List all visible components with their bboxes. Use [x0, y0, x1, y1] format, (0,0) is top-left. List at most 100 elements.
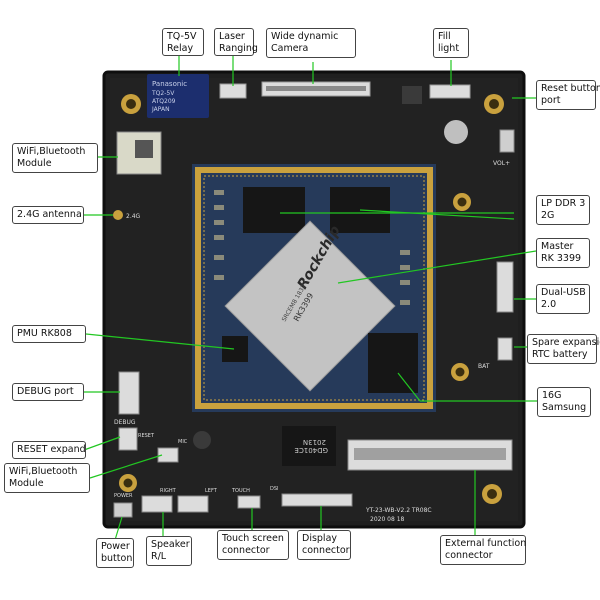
label-spare-rtc: Spare expansion RTC battery [527, 334, 600, 364]
speaker-right-connector [141, 495, 173, 513]
label-samsung-line-1: 16G [542, 390, 562, 401]
label-reset-expand-line-1: RESET expand [17, 444, 86, 455]
dual-usb-connector [496, 261, 514, 313]
label-antenna-line-1: 2.4G antenna [17, 209, 82, 220]
label-relay-line-2: Relay [167, 43, 194, 54]
label-master-line-1: Master [541, 241, 574, 252]
mounting-holes [119, 94, 504, 504]
wifi-qr-code [135, 140, 153, 158]
label-lpddr-line-1: LP DDR 3 [541, 198, 586, 209]
label-dual-usb: Dual-USB 2.0 [536, 284, 590, 314]
label-dual-usb-line-1: Dual-USB [541, 287, 586, 298]
label-display-line-1: Display [302, 533, 338, 544]
pmu-chip [222, 336, 248, 362]
label-spare-rtc-line-1: Spare expansion [532, 337, 600, 348]
laser-connector [219, 83, 247, 99]
label-samsung: 16G Samsung [537, 387, 591, 417]
antenna-connector [113, 210, 123, 220]
silk-reset: RESET [138, 433, 155, 439]
label-wifi-top: WiFi,Bluetooth Module [12, 143, 98, 173]
rtc-coin-cell [444, 120, 468, 144]
label-reset-button: Reset button port [536, 80, 600, 110]
label-speaker-line-2: R/L [151, 551, 167, 562]
label-camera: Wide dynamic Camera [266, 28, 356, 58]
silk-version: YT-23-WB-V2.2 TR08C [365, 507, 432, 514]
touch-connector [237, 495, 261, 509]
ddr-chip-left [243, 187, 305, 233]
speaker-left-connector [177, 495, 209, 513]
label-lpddr: LP DDR 3 2G [536, 195, 590, 225]
leader-lines [83, 56, 537, 541]
label-external-line-1: External function [445, 538, 527, 549]
debug-connector [118, 371, 140, 415]
label-wifi-top-line-1: WiFi,Bluetooth [17, 146, 86, 157]
label-reset-button-line-1: Reset button [541, 83, 600, 94]
relay-model-text: TQ2-5V [151, 90, 175, 97]
top-capacitor [402, 86, 422, 104]
silk-vol: VOL+ [493, 160, 510, 167]
label-debug-line-1: DEBUG port [17, 386, 74, 397]
silk-antenna: 2.4G [126, 213, 141, 220]
label-external: External function connector [440, 535, 526, 565]
spare-rtc-connector [497, 337, 513, 361]
label-reset-expand: RESET expand [12, 441, 86, 459]
label-touch-line-2: connector [222, 545, 270, 556]
label-laser: Laser Ranging [214, 28, 258, 56]
label-fill-light: Fill light [433, 28, 469, 58]
label-pmu-line-1: PMU RK808 [17, 328, 72, 339]
label-power-button: Power button [96, 538, 134, 568]
label-laser-line-2: Ranging [219, 43, 258, 54]
silk-date: 2020 08 18 [370, 516, 405, 523]
label-power-button-line-2: button [101, 553, 133, 564]
core-inner-frame [203, 175, 425, 401]
label-samsung-line-2: Samsung [542, 402, 587, 413]
label-spare-rtc-line-2: RTC battery [532, 349, 588, 360]
label-reset-button-line-2: port [541, 95, 561, 106]
core-gold-frame [195, 167, 433, 409]
label-antenna: 2.4G antenna [12, 206, 84, 224]
label-speaker: Speaker R/L [146, 536, 192, 566]
label-display: Display connector [297, 530, 351, 560]
relay-brand-text: Panasonic [152, 80, 187, 88]
label-wifi-bottom: WiFi,Bluetooth Module [4, 463, 90, 493]
display-connector [281, 493, 353, 507]
label-master: Master RK 3399 [536, 238, 590, 268]
ic-code-1: 2013N [303, 438, 326, 446]
mic-connector [157, 447, 179, 463]
label-relay-line-1: TQ-5V [167, 31, 197, 42]
silk-mic: MIC [178, 439, 188, 445]
label-debug: DEBUG port [12, 383, 84, 401]
silk-bat: BAT [478, 363, 490, 370]
label-camera-line-2: Camera [271, 43, 309, 54]
bottom-ic [282, 426, 336, 466]
bottom-capacitor [193, 431, 211, 449]
silk-left: LEFT [205, 488, 218, 494]
external-connector-slot [354, 448, 506, 460]
label-fill-light-line-2: light [438, 43, 460, 54]
label-pmu: PMU RK808 [12, 325, 86, 343]
label-relay: TQ-5V Relay [162, 28, 204, 56]
reset-button-switch [499, 129, 515, 153]
reset-expand-connector [118, 427, 138, 451]
core-smd-components [214, 190, 410, 305]
label-master-line-2: RK 3399 [541, 253, 582, 264]
fill-light-connector [429, 84, 471, 99]
emmc-chip [368, 333, 418, 393]
relay-component: Panasonic TQ2-5V ATQ209 JAPAN [147, 74, 209, 118]
label-lpddr-line-2: 2G [541, 210, 555, 221]
label-touch-line-1: Touch screen [222, 533, 284, 544]
silk-power: POWER [114, 493, 133, 499]
silk-debug: DEBUG [114, 419, 136, 426]
label-display-line-2: connector [302, 545, 350, 556]
label-wifi-top-line-2: Module [17, 158, 52, 169]
label-laser-line-1: Laser [219, 31, 245, 42]
silk-touch: TOUCH [231, 488, 250, 494]
ic-code-2: GD401CE [295, 446, 329, 454]
label-dual-usb-line-2: 2.0 [541, 299, 557, 310]
silk-dsi: DSI [270, 486, 279, 492]
camera-connector-slot [266, 86, 366, 91]
label-camera-line-1: Wide dynamic [271, 31, 339, 42]
label-fill-light-line-1: Fill [438, 31, 451, 42]
label-wifi-bottom-line-2: Module [9, 478, 44, 489]
